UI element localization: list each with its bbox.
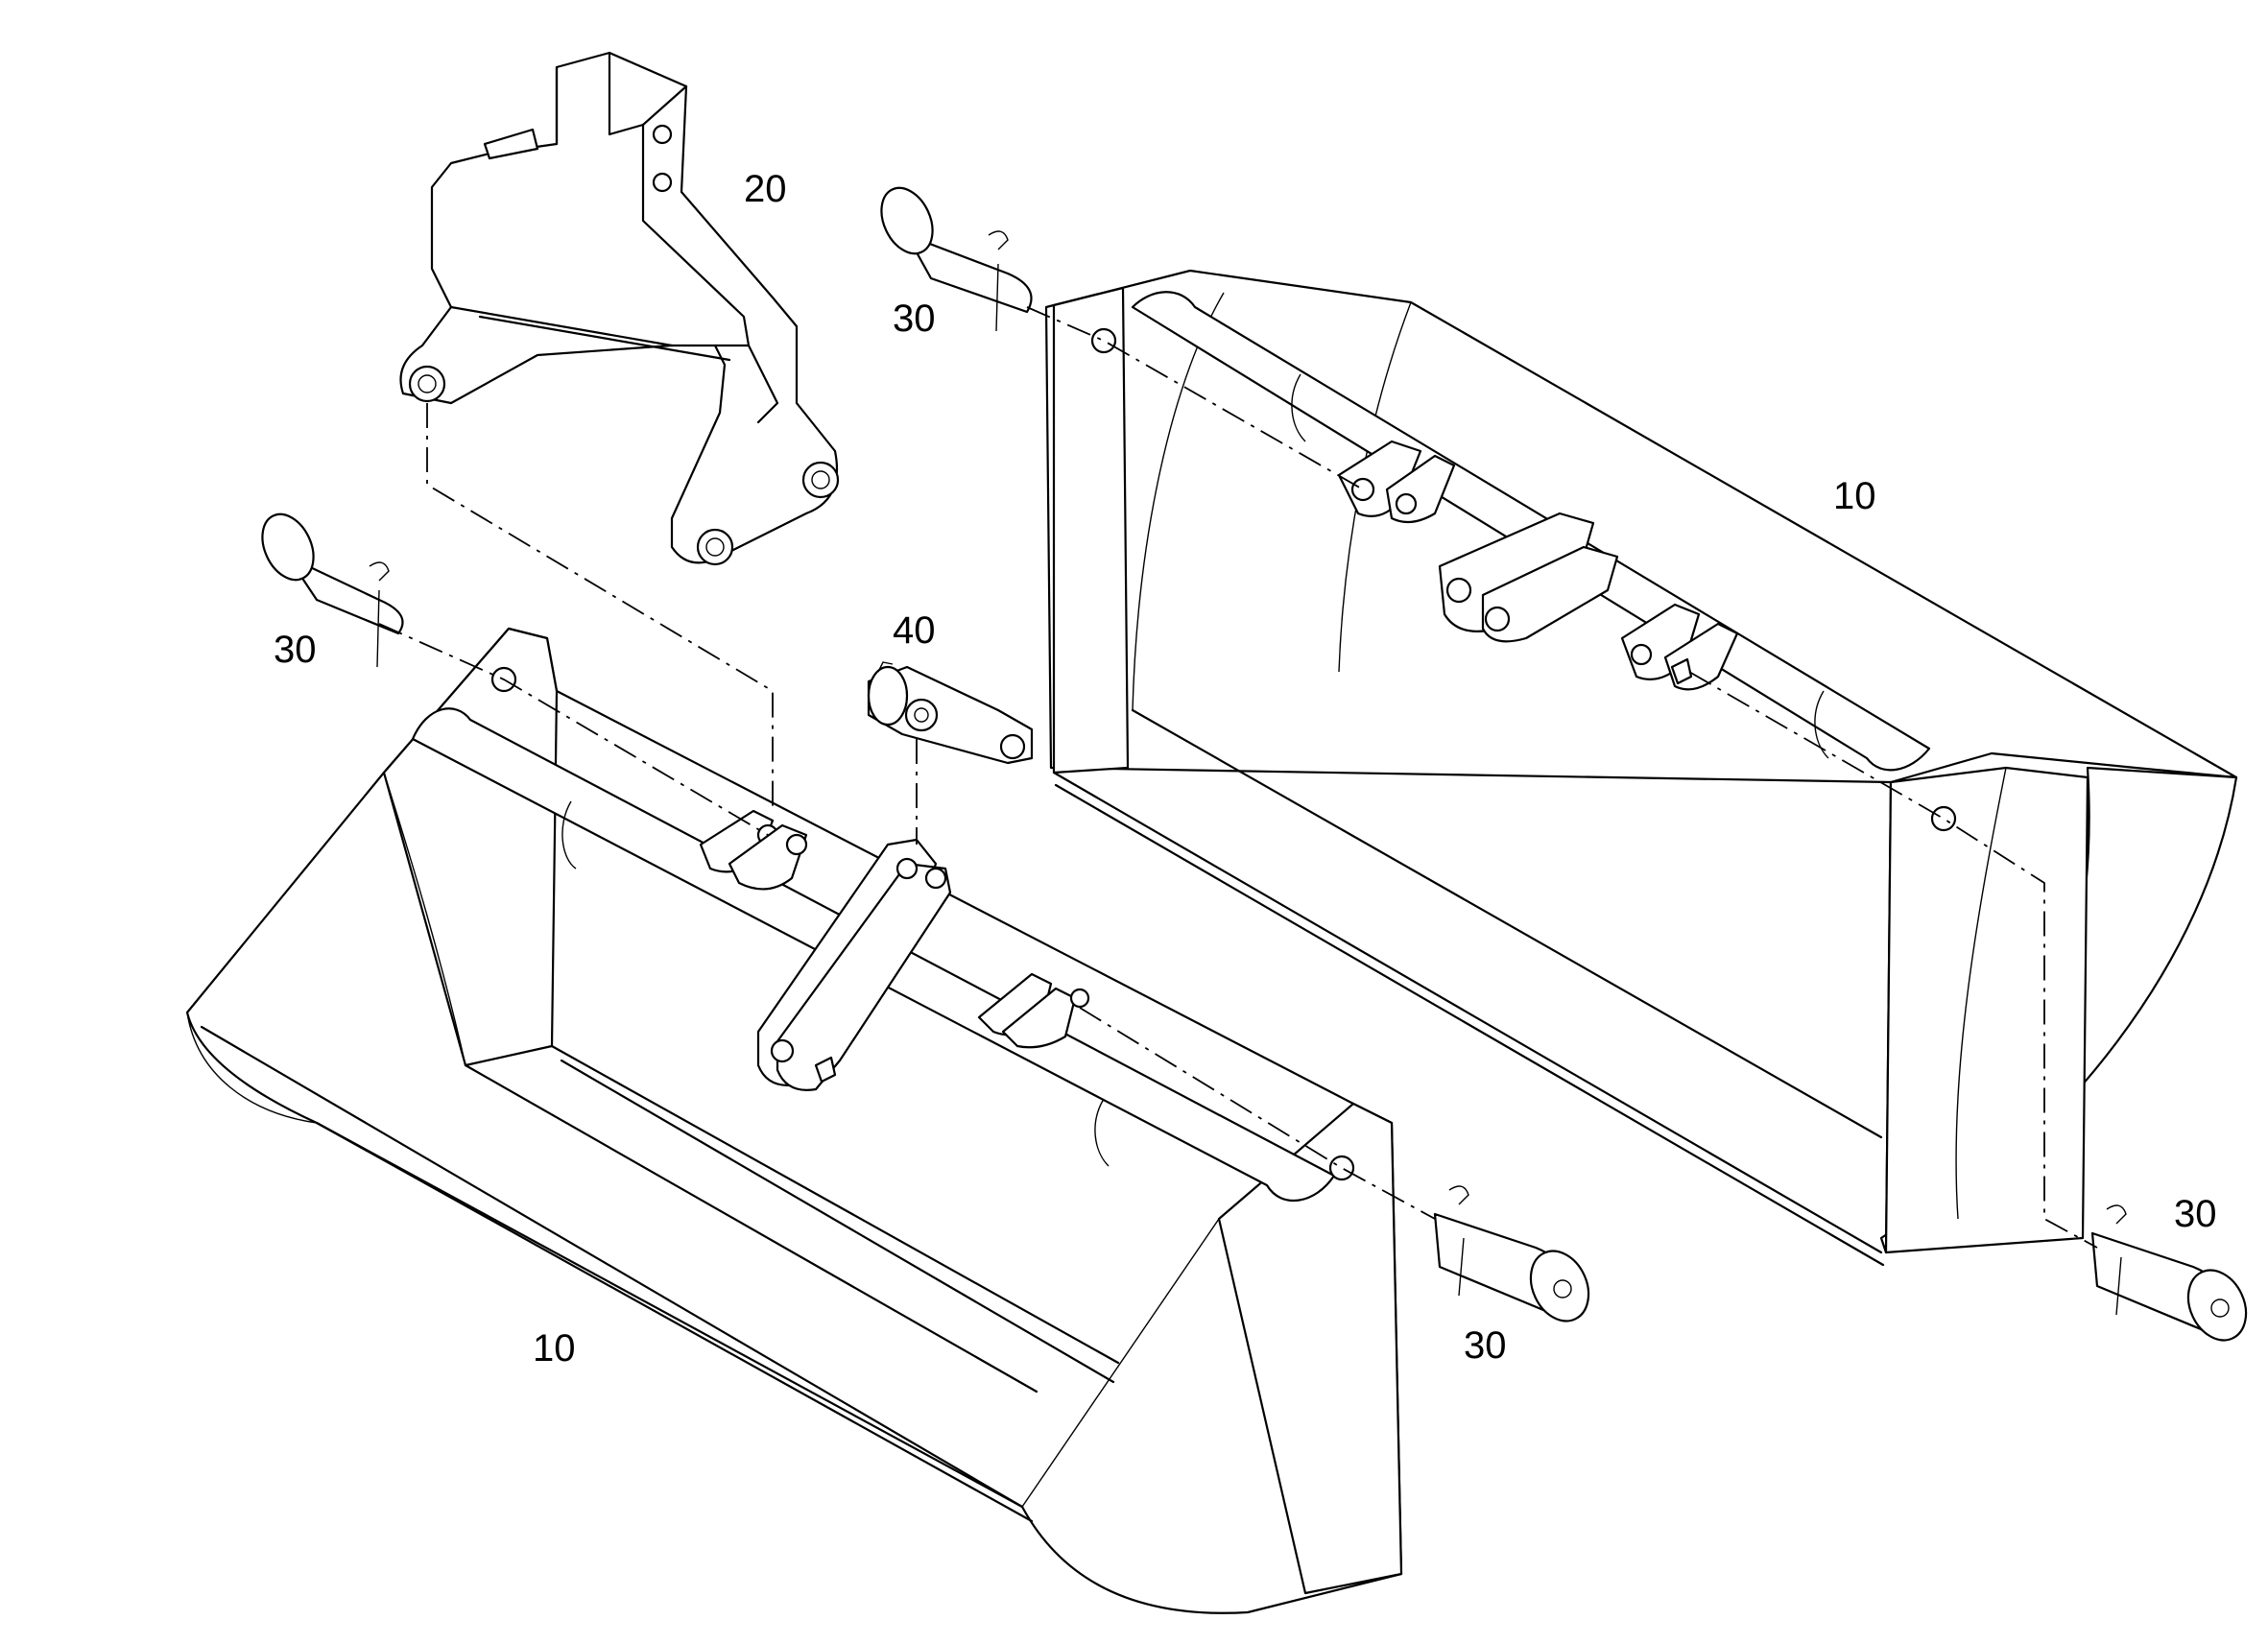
bucket-left [185,627,1403,1614]
callout-pin-bottom-right: 30 [2174,1193,2217,1235]
pin-bottom-right [2090,1204,2248,1342]
adapter-frame [399,51,840,566]
callout-pin-bottom-middle: 30 [1464,1324,1507,1367]
callout-bucket-right: 10 [1833,475,1876,517]
bucket-right [1044,269,2238,1267]
callout-bucket-left: 10 [533,1327,576,1370]
pin-top [880,186,1033,332]
assembly-centerlines [378,306,2098,1249]
pin-bottom-middle [1433,1185,1590,1322]
pin-left [261,512,404,668]
callout-adapter: 20 [744,168,787,210]
callout-pin-left: 30 [274,629,317,671]
callout-link: 40 [893,609,936,652]
callout-pin-top: 30 [893,298,936,340]
link-component [867,661,1034,765]
